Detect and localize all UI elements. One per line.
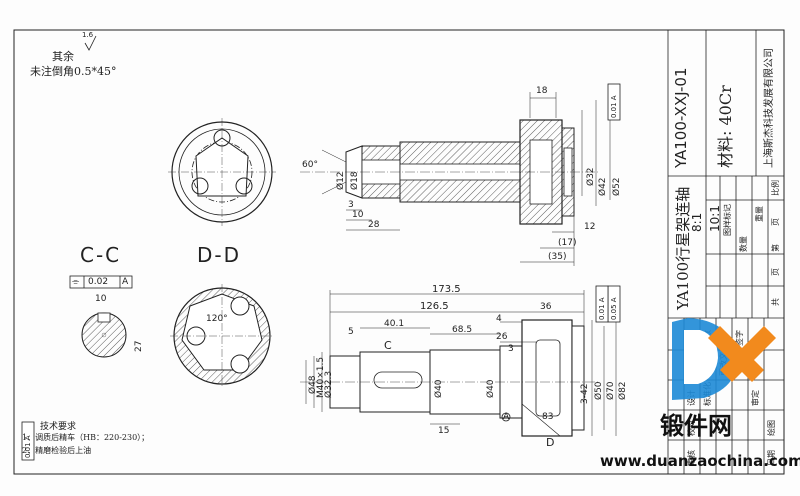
section-label-d-d: D-D — [197, 243, 242, 267]
dim-main-d50: Ø50 — [594, 381, 604, 400]
dim-top-60deg: 60° — [302, 160, 318, 170]
dim-main-40: 40.1 — [384, 319, 405, 329]
angle-120-label: 120° — [206, 314, 228, 324]
row-label-1: 设计 — [687, 390, 696, 406]
dim-main-68: 68.5 — [452, 325, 473, 335]
hdr-weight: 重量 — [755, 206, 764, 222]
shaft-section-top — [300, 119, 600, 225]
material: 材料: 40Cr — [716, 85, 735, 168]
sheet-unit: 页 — [771, 268, 780, 276]
row-label-0: 标记 — [687, 330, 696, 346]
drawing-number: YA100-XXJ-01 — [672, 67, 690, 169]
hdr-qty: 数量 — [739, 236, 748, 252]
part-name: YA100行星架连轴 — [674, 186, 692, 310]
section-mark-d: D — [546, 436, 555, 449]
sheet-no: 第 — [771, 244, 780, 252]
ref-frame-3: 0.01 A — [598, 297, 606, 320]
dim-top-d32: Ø32 — [586, 167, 596, 186]
surface-note-label: 其余 — [52, 50, 74, 63]
tech-title: 技术要求 — [40, 422, 77, 432]
dim-main-173: 173.5 — [432, 284, 461, 295]
dim-top-28: 28 — [368, 220, 380, 230]
watermark-site-name: 锻件网 — [660, 412, 732, 440]
key-width-dim: 10 — [95, 294, 107, 304]
scale-a: 8:1 — [690, 212, 704, 232]
dim-main-26: 26 — [496, 332, 508, 342]
dim-main-5: 5 — [348, 327, 354, 337]
end-view-3-holes — [168, 118, 276, 226]
dim-main-3-42: 3-42 — [580, 383, 590, 404]
row-c: 签字 — [735, 330, 744, 346]
watermark-url: www.duanzaochina.com — [600, 452, 800, 470]
dim-main-d32: Ø32.3 — [324, 370, 334, 398]
dim-main-d82: Ø82 — [618, 381, 628, 400]
section-d-d — [170, 284, 274, 388]
dim-top-d52: Ø52 — [612, 177, 622, 196]
row-d: 审定 — [751, 390, 760, 406]
row-label-4: 标准化 — [703, 382, 712, 406]
ref-frame-4: 0.01 A — [24, 435, 32, 458]
symmetry-ref: A — [122, 277, 129, 287]
dim-main-3: 3 — [508, 344, 514, 354]
sheet-unit-2: 页 — [771, 218, 780, 226]
dim-top-17: (17) — [558, 238, 577, 248]
key-depth-dim: 27 — [134, 340, 144, 352]
dim-main-d40b: Ø40 — [486, 379, 496, 398]
shaft-main-view — [300, 319, 600, 437]
tech-item-1: 1、调质后精车（HB：220-230）； — [22, 433, 150, 442]
symmetry-value: 0.02 — [88, 277, 109, 287]
section-c-c — [69, 275, 133, 358]
dim-main-d40a: Ø40 — [434, 379, 444, 398]
company-name: 上海斯杰科技发展有限公司 — [764, 48, 775, 168]
dim-top-35: (35) — [548, 252, 567, 262]
ref-frame-2: 0.05 A — [610, 297, 618, 320]
surface-finish-symbol — [84, 35, 97, 51]
section-mark-c: C — [384, 339, 392, 352]
sheet-total: 共 — [771, 298, 780, 306]
ref-frame-1: 0.01 A — [610, 95, 618, 118]
row-e: 绘图 — [767, 420, 776, 436]
tech-item-2: 2、精磨检验后上油 — [22, 446, 92, 455]
scale-b: 10:1 — [708, 205, 722, 232]
hdr-scale: 比例 — [771, 180, 780, 196]
dim-top-d12: Ø12 — [336, 171, 346, 190]
row-b: 更改文件号 — [719, 336, 728, 376]
tolerance-frames — [21, 83, 621, 461]
main-dim-lines — [305, 290, 617, 436]
dim-top-d42: Ø42 — [598, 177, 608, 196]
row-a: 处数 — [703, 330, 712, 346]
dim-main-4: 4 — [496, 314, 502, 324]
dim-top-10: 10 — [352, 210, 364, 220]
dim-top-3: 3 — [348, 200, 354, 210]
dim-top-12: 12 — [584, 222, 596, 232]
dim-top-18: 18 — [536, 86, 548, 96]
hdr-mark: 图样标记 — [723, 204, 732, 236]
symmetry-symbol: ⌯ — [72, 277, 80, 287]
dim-top-d18: Ø18 — [350, 171, 360, 190]
section-label-c-c: C-C — [80, 243, 122, 267]
dim-main-126: 126.5 — [420, 301, 449, 312]
dim-main-15: 15 — [438, 426, 450, 436]
dim-main-83: 83 — [542, 412, 554, 422]
chamfer-note: 未注倒角0.5*45° — [30, 65, 117, 78]
title-block-lines — [667, 29, 785, 475]
dim-main-36: 36 — [540, 302, 552, 312]
datum-a-mark: A — [503, 412, 510, 422]
dim-main-d70: Ø70 — [606, 381, 616, 400]
surface-note-value: 1.6 — [82, 31, 94, 39]
